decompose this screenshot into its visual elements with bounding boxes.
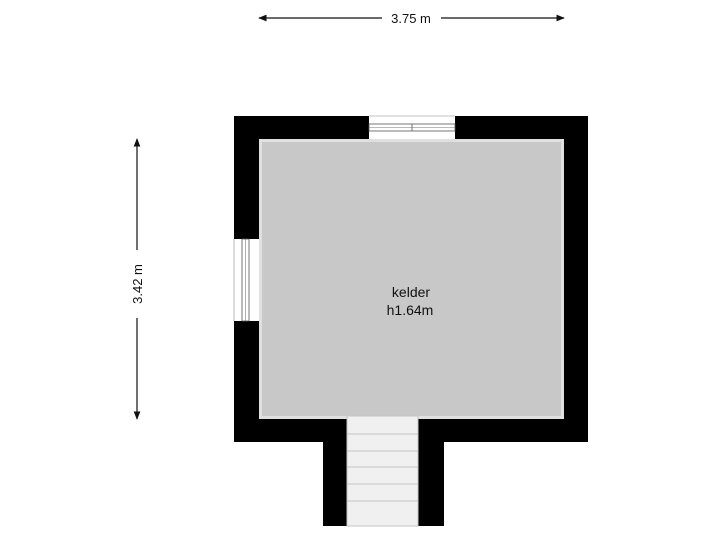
width-dimension: 3.75 m [258,11,565,26]
stair-run [346,415,419,527]
window-top [368,115,456,139]
room-name: kelder [392,284,430,300]
room-height: h1.64m [387,302,434,318]
stairs [346,415,419,527]
depth-dimension-label: 3.42 m [130,264,145,304]
room-floor [262,142,561,416]
window-left [233,238,259,322]
depth-dimension: 3.42 m [130,138,145,420]
width-dimension-label: 3.75 m [391,11,431,26]
